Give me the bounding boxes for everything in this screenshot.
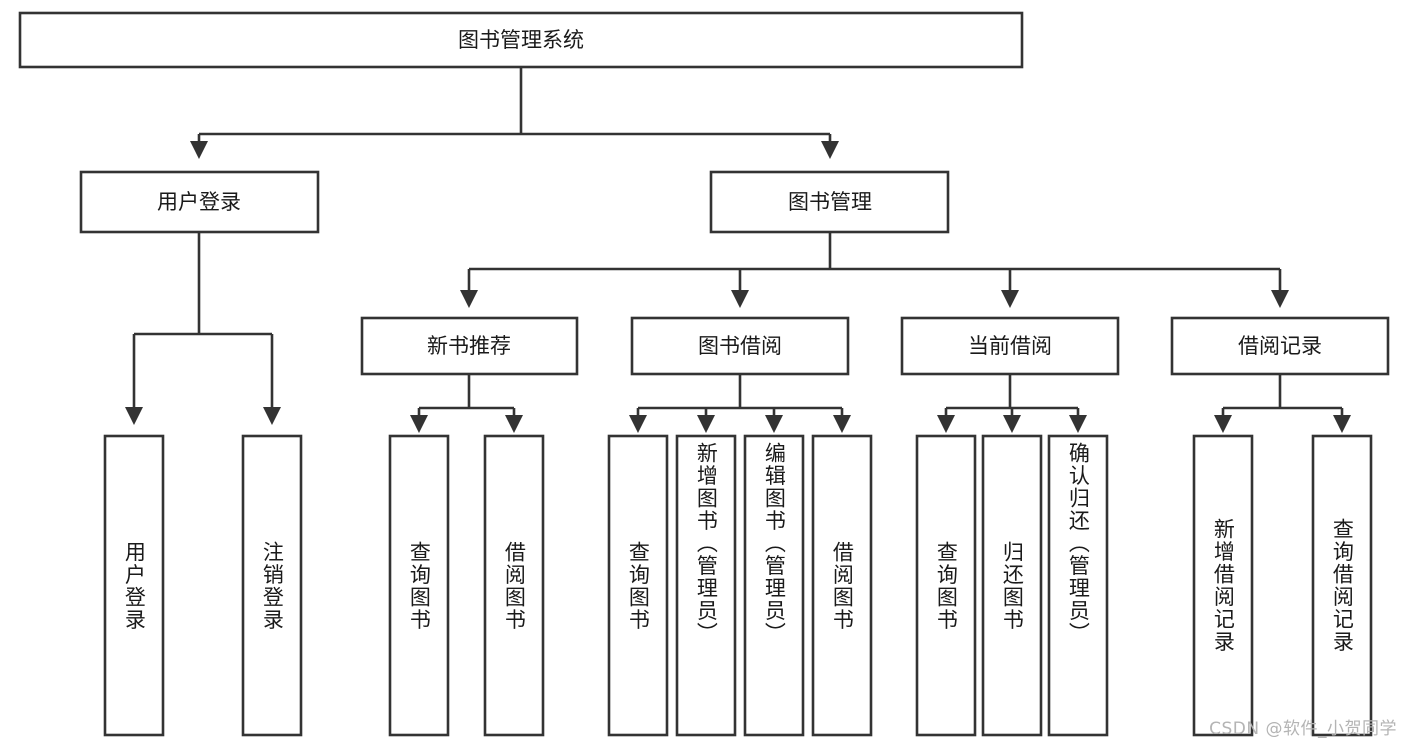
- node-leaf-current-1[interactable]: [915, 434, 977, 737]
- node-root[interactable]: [18, 11, 1024, 69]
- node-leaf-record-1[interactable]: [1192, 434, 1254, 737]
- node-leaf-user-login-1[interactable]: [103, 434, 165, 737]
- node-leaf-borrow-1[interactable]: [607, 434, 669, 737]
- node-book-borrow[interactable]: [630, 316, 850, 376]
- node-leaf-borrow-2[interactable]: [675, 434, 737, 737]
- watermark-text: CSDN @软件_小贺同学: [1209, 719, 1397, 739]
- node-book-borrow-label: 图书借阅: [698, 334, 782, 358]
- node-leaf-record-2[interactable]: [1311, 434, 1373, 737]
- node-leaf-borrow-3[interactable]: [743, 434, 805, 737]
- connector-layer: [124, 67, 1352, 434]
- node-user-login-label: 用户登录: [157, 190, 241, 214]
- node-book-management-label: 图书管理: [788, 190, 872, 214]
- node-current-borrow[interactable]: [900, 316, 1120, 376]
- node-new-book-recommend[interactable]: [360, 316, 579, 376]
- node-leaf-recommend-1[interactable]: [388, 434, 450, 737]
- node-leaf-current-2[interactable]: [981, 434, 1043, 737]
- node-borrow-record-label: 借阅记录: [1238, 334, 1322, 358]
- node-leaf-borrow-4[interactable]: [811, 434, 873, 737]
- node-book-management[interactable]: [709, 170, 950, 234]
- node-new-book-recommend-label: 新书推荐: [427, 334, 511, 358]
- node-current-borrow-label: 当前借阅: [968, 334, 1052, 358]
- node-borrow-record[interactable]: [1170, 316, 1390, 376]
- node-user-login[interactable]: [79, 170, 320, 234]
- node-leaf-recommend-2[interactable]: [483, 434, 545, 737]
- node-layer: 图书管理系统 用户登录 图书管理 新书推荐 图书借阅 当前借阅 借阅记录: [18, 11, 1390, 737]
- node-leaf-current-3[interactable]: [1047, 434, 1109, 737]
- node-root-label: 图书管理系统: [458, 28, 584, 52]
- node-leaf-user-login-2[interactable]: [241, 434, 303, 737]
